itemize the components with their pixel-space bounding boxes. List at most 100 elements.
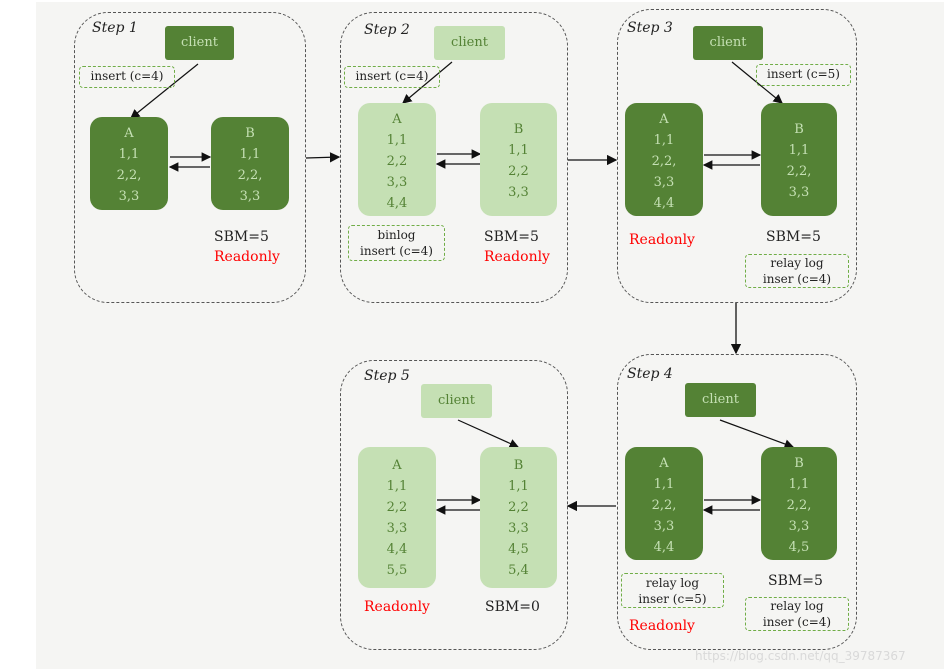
server-a-row: 4,4 — [386, 542, 408, 557]
server-a-row: 2,2, — [116, 168, 142, 183]
server-a-row: 1,1 — [386, 479, 408, 494]
client-arrow-step4 — [719, 419, 795, 449]
step-3-insert-note: insert (c=5) — [756, 64, 851, 86]
step-2-label: Step 2 — [364, 22, 410, 38]
server-a-title: A — [392, 458, 402, 473]
relaylog-title: relay log — [770, 599, 824, 613]
server-a-title: A — [392, 112, 402, 127]
server-a-row: 3,3 — [386, 175, 408, 190]
step-2-panel — [340, 12, 568, 303]
step-1-server-b: B 1,1 2,2, 3,3 — [211, 117, 289, 210]
server-a-row: 1,1 — [653, 133, 675, 148]
binlog-title: binlog — [377, 228, 416, 242]
step-5-panel — [340, 360, 568, 650]
step-4-sbm: SBM=5 — [768, 573, 823, 589]
step-3-relaylog-note: relay log inser (c=4) — [745, 254, 849, 288]
step-4-relaylog-a-note: relay log inser (c=5) — [621, 573, 724, 608]
step-3-client: client — [693, 26, 763, 60]
step-3-server-a: A 1,1 2,2, 3,3 4,4 — [625, 103, 703, 216]
step-1-client: client — [165, 26, 234, 60]
server-a-row: 3,3 — [386, 521, 408, 536]
step-5-server-a: A 1,1 2,2 3,3 4,4 5,5 — [358, 447, 436, 588]
step-4-client: client — [685, 383, 756, 417]
step-3-sbm: SBM=5 — [766, 229, 821, 245]
server-b-row: 2,2 — [508, 500, 529, 515]
server-b-row: 4,5 — [508, 542, 529, 557]
step-2-client: client — [434, 26, 505, 60]
step-1-label: Step 1 — [92, 20, 138, 36]
server-b-row: 3,3 — [788, 519, 810, 534]
server-a-title: A — [659, 456, 669, 471]
server-b-title: B — [513, 458, 524, 473]
server-b-row: 5,4 — [508, 563, 529, 578]
step-4-server-b: B 1,1 2,2, 3,3 4,5 — [761, 447, 837, 560]
server-b-row: 1,1 — [508, 143, 529, 158]
server-a-row: 4,4 — [653, 540, 675, 555]
step-3-label: Step 3 — [627, 20, 673, 36]
step-3-readonly: Readonly — [629, 232, 695, 248]
server-b-title: B — [794, 456, 804, 471]
server-a-row: 2,2 — [386, 154, 408, 169]
step-4-label: Step 4 — [627, 366, 673, 382]
server-b-row: 2,2, — [786, 498, 812, 513]
server-b-row: 1,1 — [788, 143, 810, 158]
step-2-insert-note: insert (c=4) — [344, 66, 440, 88]
server-b-row: 3,3 — [508, 185, 529, 200]
server-b-row: 1,1 — [239, 147, 261, 162]
relaylog-title: relay log — [770, 256, 824, 270]
server-b-row: 3,3 — [788, 185, 810, 200]
server-b-row: 3,3 — [239, 189, 261, 204]
step-5-label: Step 5 — [364, 368, 410, 384]
server-b-row: 1,1 — [508, 479, 529, 494]
server-a-row: 2,2, — [651, 154, 677, 169]
step-5-server-b: B 1,1 2,2 3,3 4,5 5,4 — [480, 447, 557, 588]
server-b-row: 2,2 — [508, 164, 529, 179]
step-1-panel — [74, 12, 306, 303]
binlog-body: insert (c=4) — [360, 244, 433, 258]
server-a-row: 2,2 — [386, 500, 408, 515]
server-a-row: 4,4 — [653, 196, 675, 211]
relaylog-title: relay log — [645, 576, 700, 590]
server-a-row: 1,1 — [118, 147, 140, 162]
watermark: https://blog.csdn.net/qq_39787367 — [695, 649, 906, 663]
relaylog-body: inser (c=5) — [638, 592, 707, 606]
step-4-relaylog-b-note: relay log inser (c=4) — [745, 597, 849, 631]
server-b-title: B — [513, 122, 524, 137]
step-2-sbm: SBM=5 — [484, 229, 539, 245]
server-a-row: 4,4 — [386, 196, 408, 211]
client-arrow-step2 — [402, 61, 453, 104]
step-1-insert-note: insert (c=4) — [79, 66, 175, 88]
step-2-readonly: Readonly — [484, 249, 550, 265]
step-5-readonly: Readonly — [364, 599, 430, 615]
server-b-row: 4,5 — [788, 540, 810, 555]
server-a-row: 3,3 — [653, 519, 675, 534]
server-b-title: B — [245, 126, 255, 141]
step-3-panel — [617, 9, 857, 303]
step-5-client: client — [421, 384, 492, 418]
step-2-binlog-note: binlog insert (c=4) — [348, 225, 445, 261]
step-4-panel — [617, 354, 857, 650]
server-b-row: 3,3 — [508, 521, 529, 536]
server-a-row: 3,3 — [653, 175, 675, 190]
server-b-row: 2,2, — [237, 168, 263, 183]
step-5-sbm: SBM=0 — [485, 599, 540, 615]
server-a-row: 5,5 — [386, 563, 408, 578]
server-b-row: 1,1 — [788, 477, 810, 492]
step-2-server-b: B 1,1 2,2 3,3 — [480, 103, 557, 216]
step-1-sbm: SBM=5 — [214, 229, 269, 245]
step-2-server-a: A 1,1 2,2 3,3 4,4 — [358, 103, 436, 216]
server-a-title: A — [124, 126, 134, 141]
flow-arrow-1-2 — [305, 152, 341, 163]
server-a-row: 1,1 — [653, 477, 675, 492]
server-a-row: 2,2, — [651, 498, 677, 513]
server-a-row: 1,1 — [386, 133, 408, 148]
server-b-title: B — [794, 122, 804, 137]
step-3-server-b: B 1,1 2,2, 3,3 — [761, 103, 837, 216]
client-arrow-step1 — [130, 63, 199, 119]
step-4-server-a: A 1,1 2,2, 3,3 4,4 — [625, 447, 703, 560]
step-1-readonly: Readonly — [214, 249, 280, 265]
step-4-readonly: Readonly — [629, 618, 695, 634]
client-arrow-step5 — [457, 419, 520, 448]
relaylog-body: inser (c=4) — [762, 272, 832, 286]
server-a-row: 3,3 — [118, 189, 140, 204]
